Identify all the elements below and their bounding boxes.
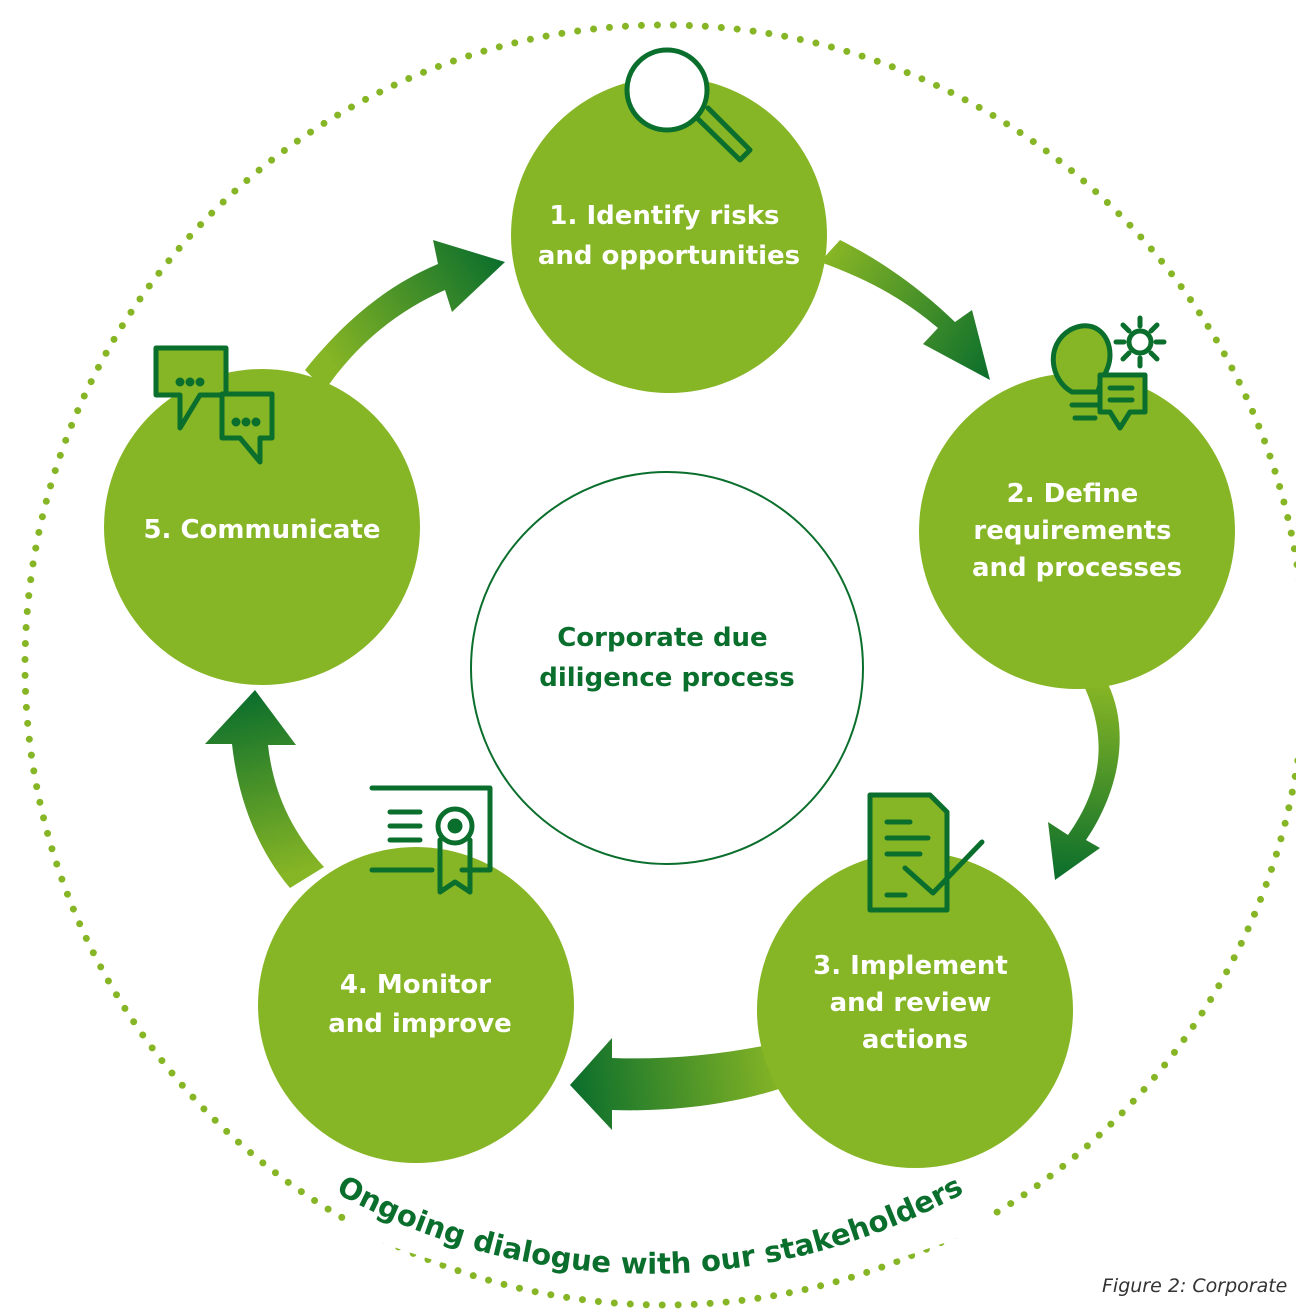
step-2-label: 2. Define requirements and processes [972,479,1182,583]
stakeholder-dialogue-ring [21,21,1296,1309]
step-4-label: 4. Monitor and improve [328,970,512,1039]
step-circles [104,77,1235,1168]
step-2-circle [919,373,1235,689]
arrow-step4-to-step5 [205,690,324,888]
lightbulb-gear-icon [1050,315,1167,431]
magnifier-icon [624,47,753,163]
certificate-icon [369,785,493,895]
figure-caption: Figure 2: Corporate [1102,1275,1288,1297]
arrow-step1-to-step2 [820,240,990,380]
speech-bubbles-icon [153,345,275,465]
center-label: Corporate due diligence process [539,623,795,693]
step-3-circle [757,852,1073,1168]
center-circle [470,471,864,865]
step-1-label: 1. Identify risks and opportunities [538,201,800,271]
step-3-label: 3. Implement and review actions [813,951,1017,1055]
document-check-icon [867,792,985,913]
cycle-arrows [205,240,1120,1130]
step-4-circle [258,847,574,1163]
step-1-circle [511,77,827,393]
step-5-circle [104,369,420,685]
ring-label-backdrop [343,1167,997,1294]
arrow-step2-to-step3 [1048,684,1120,880]
arrow-step3-to-step4 [570,1038,782,1130]
step-5-label: 5. Communicate [143,515,380,545]
arrow-step5-to-step1 [305,240,505,390]
